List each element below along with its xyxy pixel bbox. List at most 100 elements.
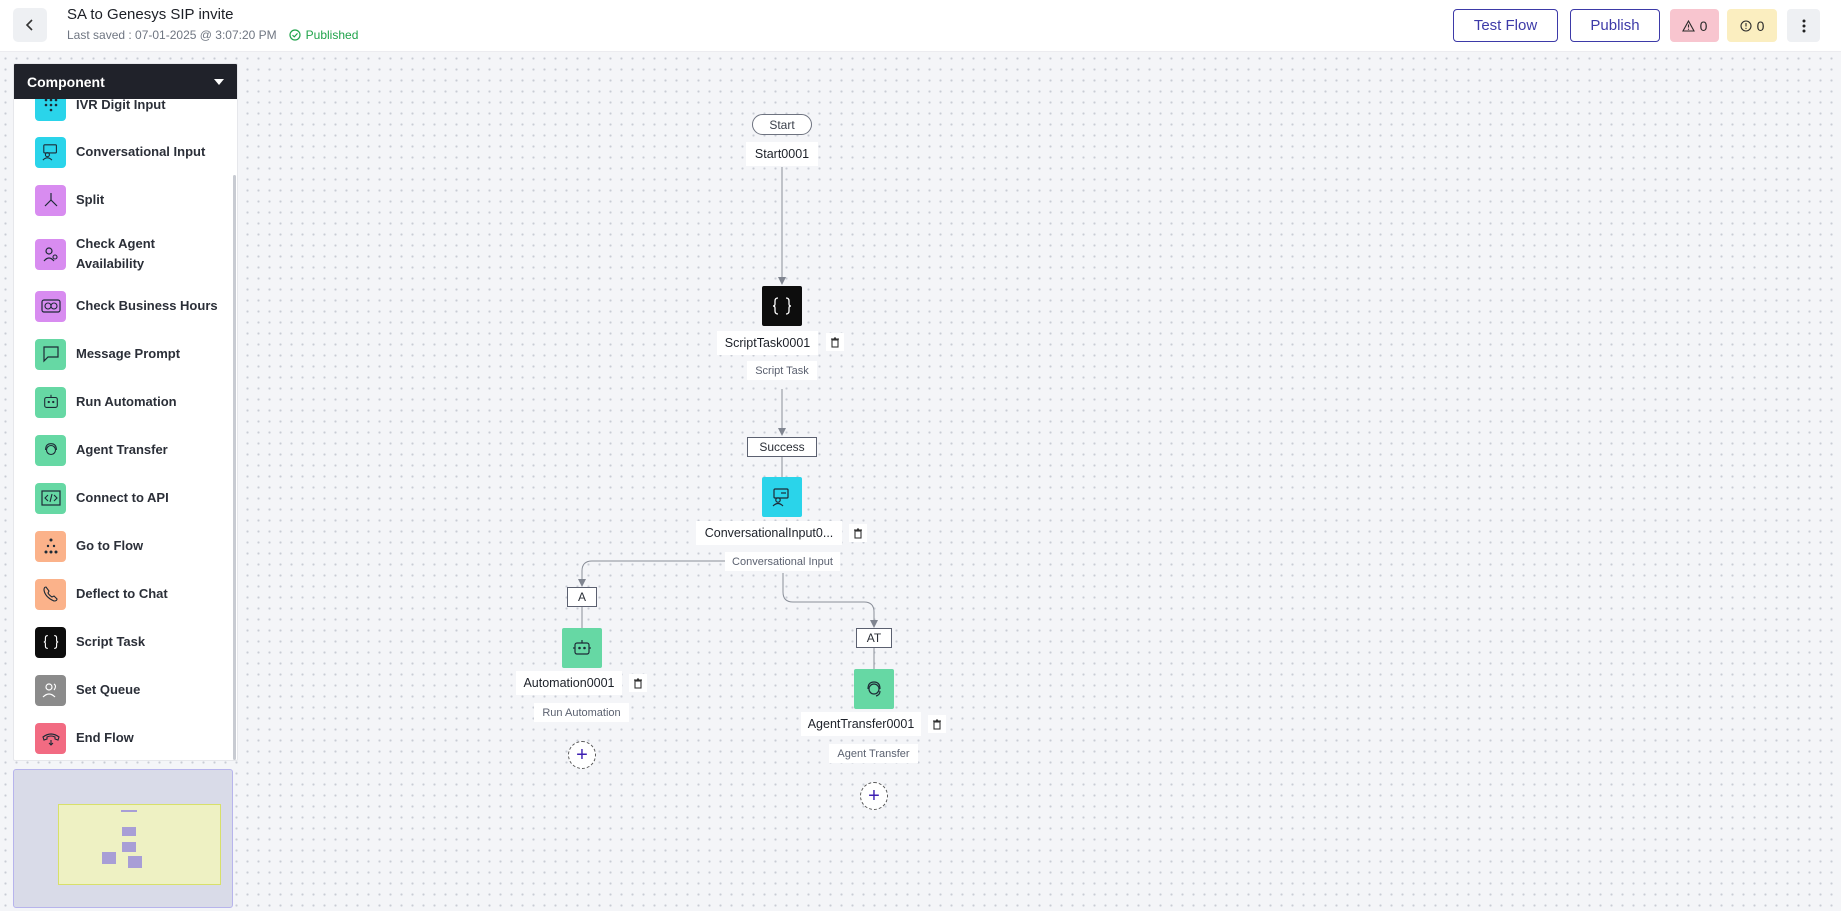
braces-icon (772, 297, 792, 315)
component-label: Message Prompt (76, 346, 181, 361)
info-circle-icon (1740, 19, 1752, 32)
component-item-agent-transfer[interactable]: Agent Transfer (14, 427, 236, 473)
component-list[interactable]: IVR Digit Input Conversational Input Spl… (14, 99, 236, 760)
more-options-button[interactable] (1787, 9, 1820, 42)
end-call-icon (35, 722, 66, 754)
component-item-check-agent-availability[interactable]: Check Agent Availability (14, 226, 236, 282)
component-label: Split (76, 192, 105, 207)
start-node-name[interactable]: Start0001 (746, 142, 818, 166)
flow-title: SA to Genesys SIP invite (67, 6, 234, 23)
kebab-menu-icon (1802, 19, 1805, 32)
component-item-go-to-flow[interactable]: Go to Flow (14, 523, 236, 569)
conversational-delete-button[interactable] (849, 524, 867, 542)
agent-transfer-type: Agent Transfer (829, 744, 918, 763)
flow-canvas[interactable] (0, 53, 1841, 911)
component-label: Conversational Input (76, 144, 206, 159)
conversational-input-type: Conversational Input (725, 552, 840, 571)
last-saved-text: Last saved : 07-01-2025 @ 3:07:20 PM (67, 28, 277, 42)
trash-icon (854, 527, 862, 539)
test-flow-button[interactable]: Test Flow (1453, 9, 1558, 42)
branch-a-label[interactable]: A (567, 587, 597, 607)
minimap-viewport[interactable] (58, 804, 221, 885)
clock-icon (35, 290, 66, 322)
component-label: IVR Digit Input (76, 99, 166, 112)
minimap-node (122, 827, 136, 836)
component-item-run-automation[interactable]: Run Automation (14, 379, 236, 425)
chevron-left-icon (25, 19, 33, 31)
trash-icon (634, 677, 642, 689)
branch-at-label[interactable]: AT (856, 628, 892, 648)
minimap-node (121, 810, 137, 812)
automation-delete-button[interactable] (629, 674, 647, 692)
info-badge[interactable]: 0 (1727, 9, 1777, 42)
phone-chat-icon (35, 578, 66, 610)
component-panel-title: Component (27, 73, 105, 90)
flow-tree-icon (35, 530, 66, 562)
status-text: Published (305, 28, 359, 42)
conversation-icon (35, 136, 66, 168)
warning-icon (1681, 19, 1695, 32)
add-node-after-agent-transfer-button[interactable]: + (860, 782, 888, 810)
automation-name[interactable]: Automation0001 (516, 671, 622, 695)
component-label: End Flow (76, 730, 134, 745)
component-label: Set Queue (76, 682, 141, 697)
component-item-conversational-input[interactable]: Conversational Input (14, 129, 236, 175)
component-item-connect-to-api[interactable]: Connect to API (14, 475, 236, 521)
back-button[interactable] (13, 8, 47, 42)
agent-search-icon (35, 238, 66, 270)
component-item-check-business-hours[interactable]: Check Business Hours (14, 283, 236, 329)
component-label: Connect to API (76, 490, 169, 505)
conversational-input-name[interactable]: ConversationalInput0... (696, 521, 842, 545)
start-pill[interactable]: Start (752, 114, 812, 135)
script-task-name[interactable]: ScriptTask0001 (717, 331, 818, 355)
component-item-set-queue[interactable]: Set Queue (14, 667, 236, 713)
conversation-icon (772, 488, 789, 507)
component-item-end-flow[interactable]: End Flow (14, 715, 236, 760)
component-item-ivr-digit-input[interactable]: IVR Digit Input (14, 99, 236, 128)
split-icon (35, 184, 66, 216)
add-node-after-automation-button[interactable]: + (568, 741, 596, 769)
publish-button[interactable]: Publish (1570, 9, 1660, 42)
headset-icon (35, 434, 66, 466)
component-item-split[interactable]: Split (14, 177, 236, 223)
dialpad-icon (35, 99, 66, 121)
check-circle-icon (289, 29, 301, 41)
headset-icon (867, 681, 881, 697)
chevron-down-icon[interactable] (214, 78, 224, 85)
plus-icon: + (576, 744, 588, 766)
automation-type: Run Automation (534, 703, 629, 722)
minimap-node (102, 852, 116, 864)
component-panel: Component IVR Digit Input Conversational… (13, 63, 238, 761)
component-item-script-task[interactable]: Script Task (14, 619, 236, 665)
automation-node[interactable] (562, 628, 602, 668)
component-item-deflect-to-chat[interactable]: Deflect to Chat (14, 571, 236, 617)
component-panel-header[interactable]: Component (14, 64, 237, 99)
agent-transfer-node[interactable] (854, 669, 894, 709)
component-label: Check Agent Availability (76, 236, 155, 271)
minimap[interactable] (13, 769, 233, 908)
info-count: 0 (1756, 17, 1765, 34)
code-window-icon (35, 482, 66, 514)
agent-transfer-delete-button[interactable] (928, 715, 946, 733)
conversational-input-node[interactable] (762, 477, 802, 517)
warnings-badge[interactable]: 0 (1670, 9, 1719, 42)
component-item-message-prompt[interactable]: Message Prompt (14, 331, 236, 377)
agent-transfer-name[interactable]: AgentTransfer0001 (801, 712, 921, 736)
minimap-node (122, 842, 136, 852)
component-label: Agent Transfer (76, 442, 168, 457)
component-label: Deflect to Chat (76, 586, 168, 601)
plus-icon: + (868, 785, 880, 807)
braces-icon (35, 626, 66, 658)
robot-icon (573, 640, 591, 655)
script-task-delete-button[interactable] (826, 333, 844, 351)
component-panel-scrollbar[interactable] (233, 175, 236, 760)
component-label: Run Automation (76, 394, 177, 409)
robot-icon (35, 386, 66, 418)
status-badge: Published (289, 28, 359, 42)
script-task-node[interactable] (762, 286, 802, 326)
component-label: Check Business Hours (76, 298, 218, 313)
save-status: Last saved : 07-01-2025 @ 3:07:20 PM Pub… (67, 28, 358, 42)
component-label: Script Task (76, 634, 146, 649)
success-branch-label[interactable]: Success (747, 437, 817, 457)
top-header: SA to Genesys SIP invite Last saved : 07… (0, 0, 1841, 52)
